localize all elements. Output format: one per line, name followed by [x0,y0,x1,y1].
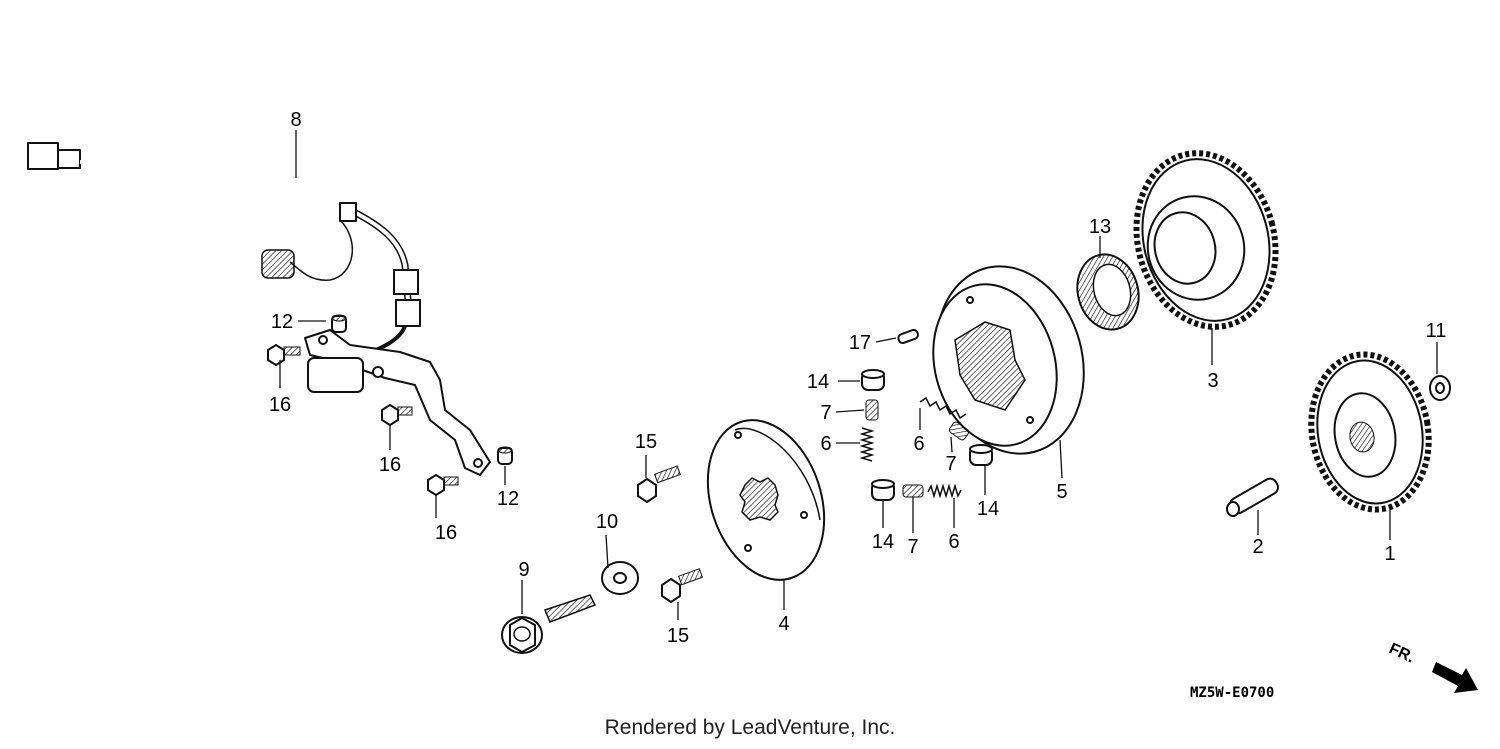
collar [497,446,513,465]
callout-5: 5 [1056,481,1067,503]
wire-harness [27,142,421,357]
front-direction-label: FR. [1386,640,1417,666]
callout-8: 8 [290,109,301,131]
callout-14: 14 [977,498,999,520]
callout-10: 10 [596,511,618,533]
callout-16: 16 [269,394,291,416]
callout-6: 6 [948,531,959,553]
sensor-plug [261,249,295,279]
leader-lines [279,130,1438,620]
bolt [661,568,704,603]
callout-11: 11 [1426,320,1447,342]
callout-4: 4 [778,613,789,635]
callout-9: 9 [518,559,529,581]
callout-6: 6 [820,433,831,455]
roller [861,369,885,391]
bolt [381,404,413,426]
spring [927,483,962,499]
callout-13: 13 [1089,216,1111,238]
callout-7: 7 [907,536,918,558]
callout-3: 3 [1207,370,1218,392]
harness-connector [27,142,59,170]
bolt [427,474,459,496]
callout-16: 16 [379,454,401,476]
callout-1: 1 [1384,543,1395,565]
neutral-switch [307,357,364,393]
washer [1429,375,1451,401]
collar [331,314,347,333]
spring [859,427,875,462]
callout-2: 2 [1252,536,1263,558]
switch-bracket [304,329,491,476]
starter-driven-gear [1133,150,1279,330]
washer [601,561,639,595]
roller [871,479,895,501]
plunger [902,484,924,498]
shaft [1226,477,1279,517]
roller [969,444,993,466]
callout-14: 14 [807,371,829,393]
reduction-gear [1308,351,1432,513]
callout-numbers: 8 12 16 16 16 12 9 10 15 15 4 17 14 7 6 … [269,109,1447,647]
needle-bearing [1076,253,1140,331]
clutch-plate [706,419,826,581]
callout-15: 15 [635,431,657,453]
callout-12: 12 [497,488,519,510]
callout-17: 17 [849,332,871,354]
callout-15: 15 [667,625,689,647]
spring [919,396,967,420]
bolt [267,344,301,366]
callout-14: 14 [872,531,894,553]
flange-bolt [501,594,597,654]
plunger [948,421,970,441]
render-credit: Rendered by LeadVenture, Inc. [604,716,896,739]
callout-6: 6 [913,433,924,455]
starter-clutch-outer [932,265,1085,455]
callout-16: 16 [435,522,457,544]
pin [897,328,919,344]
plunger [865,399,879,421]
bolt [637,465,681,503]
callout-7: 7 [820,402,831,424]
front-direction-arrow-icon: FR. [1386,640,1478,693]
diagram-code: MZ5W-E0700 [1190,685,1274,701]
callout-7: 7 [945,453,956,475]
callout-12: 12 [271,311,293,333]
